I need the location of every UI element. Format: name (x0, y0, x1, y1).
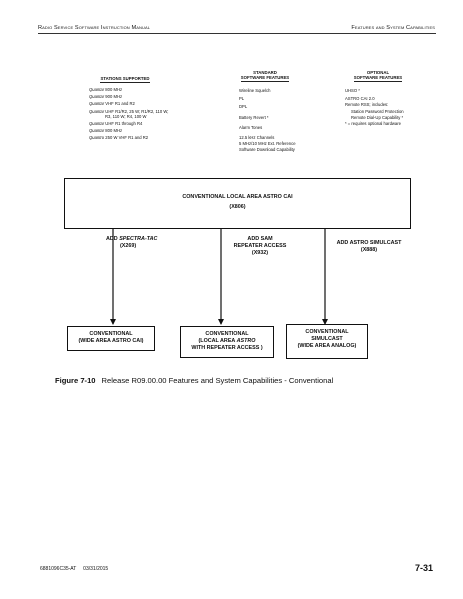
standard-feature: 12.5 kHz Channels (239, 135, 275, 141)
running-header-right: Features and System Capabilities (351, 25, 435, 31)
box-conventional-local-area-astro-cai: CONVENTIONAL LOCAL AREA ASTRO CAI (X806) (64, 178, 411, 229)
label-add-astro-simulcast: ADD ASTRO SIMULCAST (X888) (336, 240, 402, 253)
page-number: 7-31 (414, 563, 433, 573)
optional-features-list: UHSO * ASTRO CAI 2.0 Remote RSS; include… (345, 88, 404, 126)
optional-feature: * = requires optional hardware (345, 121, 401, 127)
standard-features-list: Wireline Squelch PL DPL Battery Revert *… (239, 88, 296, 153)
standard-feature: Alarm Tones (239, 124, 263, 130)
standard-feature: Software Download Capability (239, 147, 295, 153)
col-optional-title-2: SOFTWARE FEATURES (353, 75, 403, 82)
station-row: Quantro 250 W VHF R1 and R2 (89, 135, 149, 141)
col-stations-title: STATIONS SUPPORTED (100, 76, 150, 83)
standard-feature: 5 MHz/10 MHz Ext. Reference (239, 141, 296, 147)
box-conventional-simulcast: CONVENTIONAL SIMULCAST (WIDE AREA ANALOG… (286, 324, 368, 359)
box-conventional-wide-area-astro-cai: CONVENTIONAL (WIDE AREA ASTRO CAI) (67, 326, 155, 351)
col-optional-header: OPTIONAL SOFTWARE FEATURES (338, 70, 418, 82)
col-stations-header: STATIONS SUPPORTED (85, 76, 165, 83)
figure-title: Release R09.00.00 Features and System Ca… (101, 376, 334, 385)
optional-feature: Remote RSS; includes: (345, 102, 389, 108)
top-box-code: (X806) (229, 204, 246, 210)
header-rule (38, 33, 436, 34)
optional-feature: ASTRO CAI 2.0 (345, 96, 375, 102)
label-add-spectra-tac: ADD SPECTRA-TAC (X269) (106, 236, 158, 249)
stations-list: Quantar 800 MHz Quantar 900 MHz Quantar … (89, 87, 168, 141)
optional-feature: UHSO * (345, 88, 360, 93)
station-row: Quantar UHF R1/R2, 25 W; R1/R2, 110 W; (89, 108, 169, 114)
figure-caption: Figure 7-10 Release R09.00.00 Features an… (55, 376, 333, 385)
station-row: Quantar 800 MHz (89, 128, 123, 134)
running-header-left: Radio Service Software Instruction Manua… (38, 25, 151, 31)
figure-number: Figure 7-10 (55, 376, 96, 385)
col-standard-header: STANDARD SOFTWARE FEATURES (225, 70, 305, 82)
label-add-sam-repeater-access: ADD SAM REPEATER ACCESS (X932) (233, 236, 287, 256)
optional-feature: Remote Dial-Up Capability * (351, 114, 404, 120)
col-standard-title-2: SOFTWARE FEATURES (240, 75, 290, 82)
col-optional-title-1: OPTIONAL (366, 70, 390, 75)
standard-feature: PL (239, 96, 245, 102)
standard-feature: Battery Revert * (239, 114, 269, 120)
standard-feature: DPL (239, 104, 248, 110)
standard-feature: Wireline Squelch (239, 88, 271, 93)
station-row: Quantar UHF R1 through R4 (89, 121, 143, 127)
top-box-title: CONVENTIONAL LOCAL AREA ASTRO CAI (182, 194, 293, 200)
station-row: Quantar VHF R1 and R2 (89, 101, 135, 107)
box-conventional-local-area-astro-repeater: CONVENTIONAL (LOCAL AREA ASTRO WITH REPE… (180, 326, 274, 358)
station-row: R3, 110 W; R4, 100 W (105, 113, 147, 119)
station-row: Quantar 900 MHz (89, 94, 123, 100)
station-row: Quantar 800 MHz (89, 87, 123, 92)
optional-feature: Station Password Protection (351, 108, 404, 114)
document-number-date: 6881096C35-AT 03/31/2015 (40, 566, 109, 572)
col-standard-title-1: STANDARD (253, 70, 277, 75)
